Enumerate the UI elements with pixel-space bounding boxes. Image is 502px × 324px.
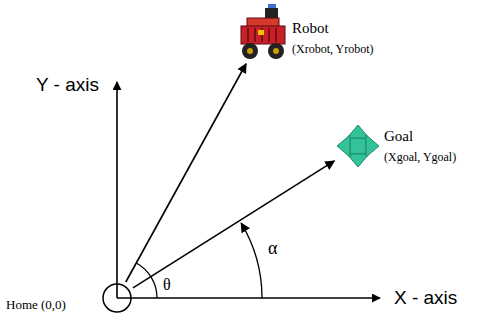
axis-label: Y - axis <box>36 74 99 96</box>
alpha-arc <box>241 223 262 298</box>
theta-arc <box>136 263 157 298</box>
coordinate-label: (Xgoal, Ygoal) <box>384 150 456 165</box>
position-vector <box>126 64 246 282</box>
node-name: Goal <box>384 128 456 145</box>
home-origin: Home (0,0) <box>4 282 134 316</box>
origin-circle <box>101 282 133 314</box>
angle-label: α <box>268 238 277 259</box>
node-name: Home (0,0) <box>6 297 66 313</box>
position-vector <box>133 161 334 288</box>
goal-node: Goal (Xgoal, Ygoal) <box>336 124 457 168</box>
robot-icon <box>238 4 288 62</box>
y-axis-line <box>116 82 118 298</box>
coordinate-label: (Xrobot, Yrobot) <box>292 42 374 57</box>
axis-label: X - axis <box>394 287 457 309</box>
robot-node: Robot (Xrobot, Yrobot) <box>238 4 374 62</box>
goal-icon <box>336 124 380 168</box>
node-name: Robot <box>292 20 374 37</box>
angle-label: θ <box>163 276 171 294</box>
